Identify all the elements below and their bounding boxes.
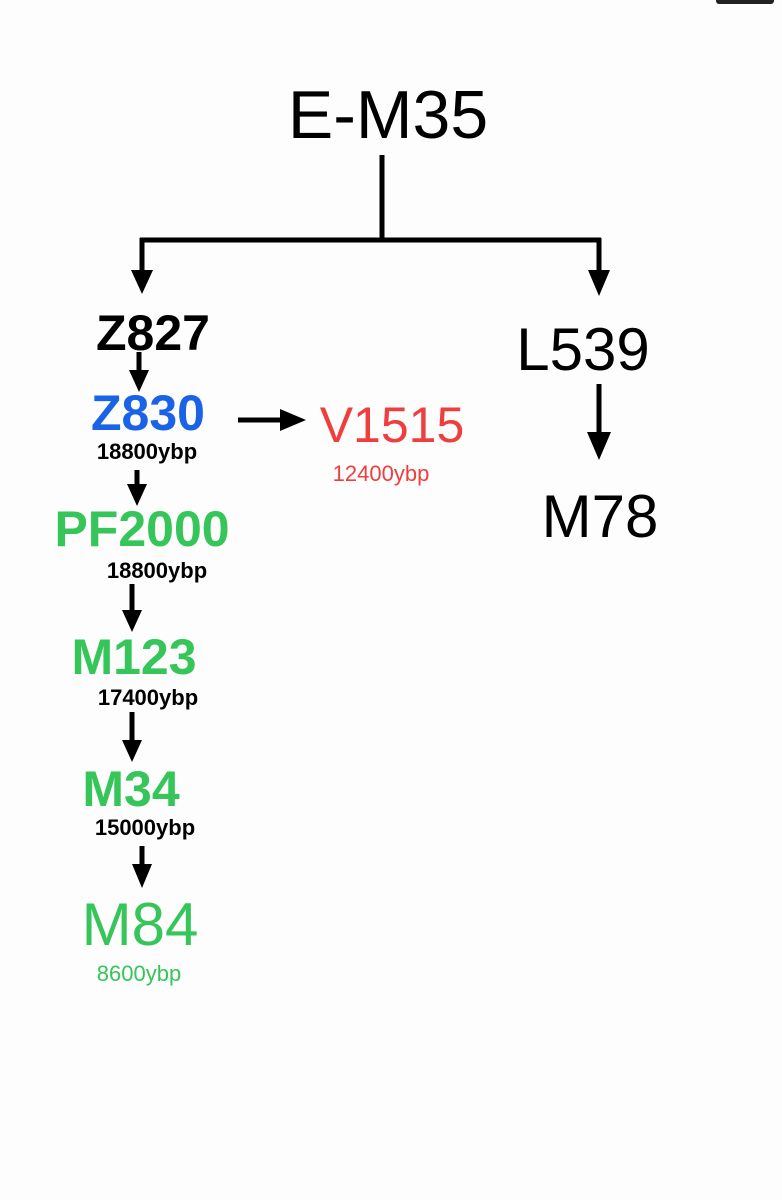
node-l539: L539 [516,316,650,383]
node-pf2000-age: 18800ybp [106,558,208,583]
node-e-m35: E-M35 [287,77,489,153]
node-m123-age: 17400ybp [97,685,199,710]
arrowhead-v1515 [280,409,306,431]
corner-mark [716,0,774,4]
node-v1515: V1515 [319,397,465,453]
node-m34: M34 [82,761,180,817]
node-m78: M78 [541,483,659,550]
arrowhead-m84 [132,864,152,888]
node-m123: M123 [71,629,197,685]
arrowhead-z830 [129,370,149,392]
node-z830-age: 18800ybp [96,439,198,464]
node-z830: Z830 [91,385,205,441]
arrowhead-m123 [122,610,142,632]
node-m84: M84 [81,891,199,958]
node-z827: Z827 [96,305,210,361]
arrowhead-l539 [588,270,610,296]
arrowhead-m34 [122,740,142,762]
node-m84-age: 8600ybp [96,961,182,986]
node-v1515-age: 12400ybp [332,461,430,486]
node-pf2000: PF2000 [54,501,230,557]
arrowhead-z827 [131,270,153,294]
node-m34-age: 15000ybp [94,815,196,840]
arrowhead-m78 [587,432,611,460]
arrowhead-pf2000 [127,484,147,506]
